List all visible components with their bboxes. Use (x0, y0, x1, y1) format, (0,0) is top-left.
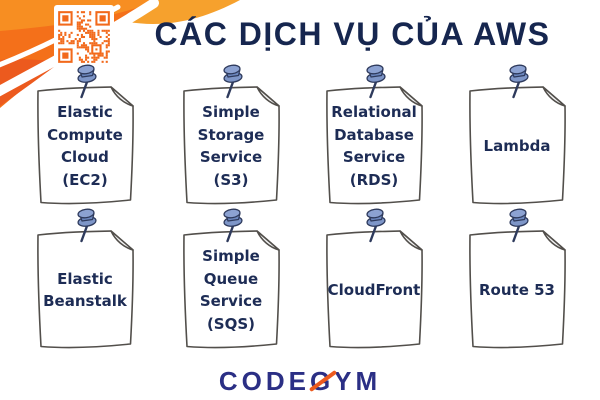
service-label: Relational Database Service (RDS) (331, 103, 417, 189)
qr-code (54, 5, 114, 69)
service-card-cloudfront: CloudFront (316, 206, 434, 354)
codegym-logo-text: CODEGYM (218, 365, 382, 396)
service-label: Elastic Compute Cloud (EC2) (47, 103, 123, 189)
codegym-logo: CODEGYM (0, 366, 600, 396)
service-card-route53: Route 53 (459, 206, 577, 354)
page-title: CÁC DỊCH VỤ CỦA AWS (154, 16, 551, 52)
service-label: Simple Storage Service (S3) (197, 103, 265, 189)
service-label: Elastic Beanstalk (43, 269, 127, 311)
service-card-rds: Relational Database Service (RDS) (316, 62, 434, 210)
service-card-s3: Simple Storage Service (S3) (173, 62, 291, 210)
service-card-elastic-beanstalk: Elastic Beanstalk (27, 206, 145, 354)
service-card-lambda: Lambda (459, 62, 577, 210)
service-label: Lambda (483, 136, 551, 155)
service-label: CloudFront (327, 280, 421, 299)
service-card-ec2: Elastic Compute Cloud (EC2) (27, 62, 145, 210)
service-label: Route 53 (479, 280, 555, 299)
service-card-sqs: Simple Queue Service (SQS) (173, 206, 291, 354)
service-label: Simple Queue Service (SQS) (199, 247, 263, 333)
